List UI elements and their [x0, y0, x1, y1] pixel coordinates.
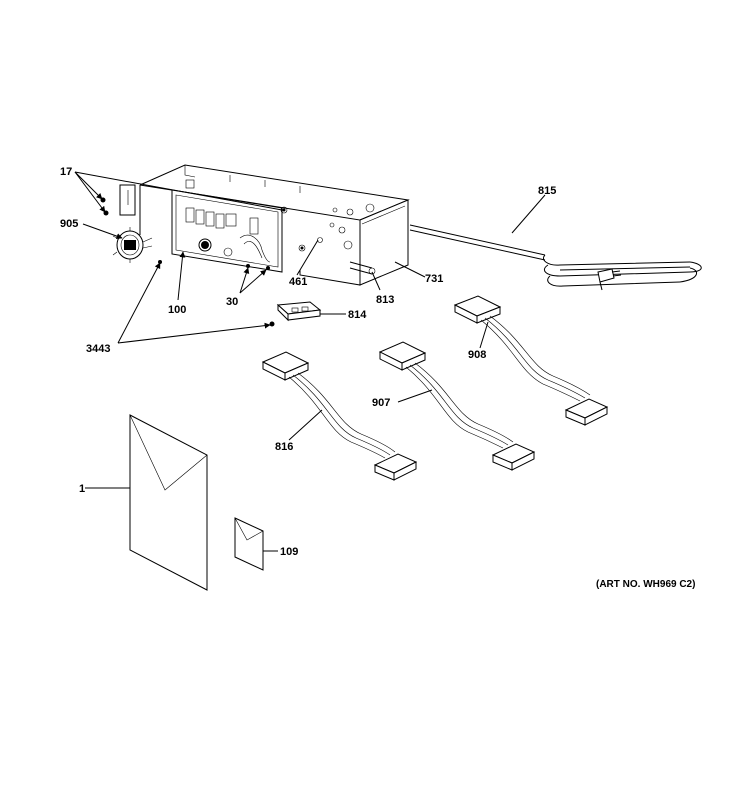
control-board — [171, 189, 306, 273]
screw-17 — [100, 197, 109, 216]
label-814: 814 — [348, 309, 367, 321]
part-815-heater — [409, 224, 702, 291]
leader-lines — [74, 171, 546, 552]
label-905: 905 — [60, 218, 78, 230]
label-461: 461 — [289, 276, 307, 288]
harness-816 — [261, 351, 418, 481]
label-816: 816 — [275, 441, 293, 453]
label-731: 731 — [425, 273, 443, 285]
label-109: 109 — [280, 546, 298, 558]
label-17: 17 — [60, 166, 72, 178]
label-30: 30 — [226, 296, 238, 308]
label-100: 100 — [168, 304, 186, 316]
manual-1 — [129, 414, 208, 591]
art-number: (ART NO. WH969 C2) — [596, 579, 695, 590]
part-814 — [269, 301, 322, 327]
harness-907 — [378, 341, 536, 471]
part-labels: 17 905 100 30 3443 461 813 731 814 815 9… — [60, 166, 695, 590]
label-813: 813 — [376, 294, 394, 306]
label-815: 815 — [538, 185, 556, 197]
card-109 — [234, 517, 264, 571]
harness-908 — [453, 295, 609, 426]
label-907: 907 — [372, 397, 390, 409]
label-1: 1 — [79, 483, 85, 495]
label-908: 908 — [468, 349, 486, 361]
timer-knob — [112, 227, 162, 264]
label-3443: 3443 — [86, 343, 110, 355]
